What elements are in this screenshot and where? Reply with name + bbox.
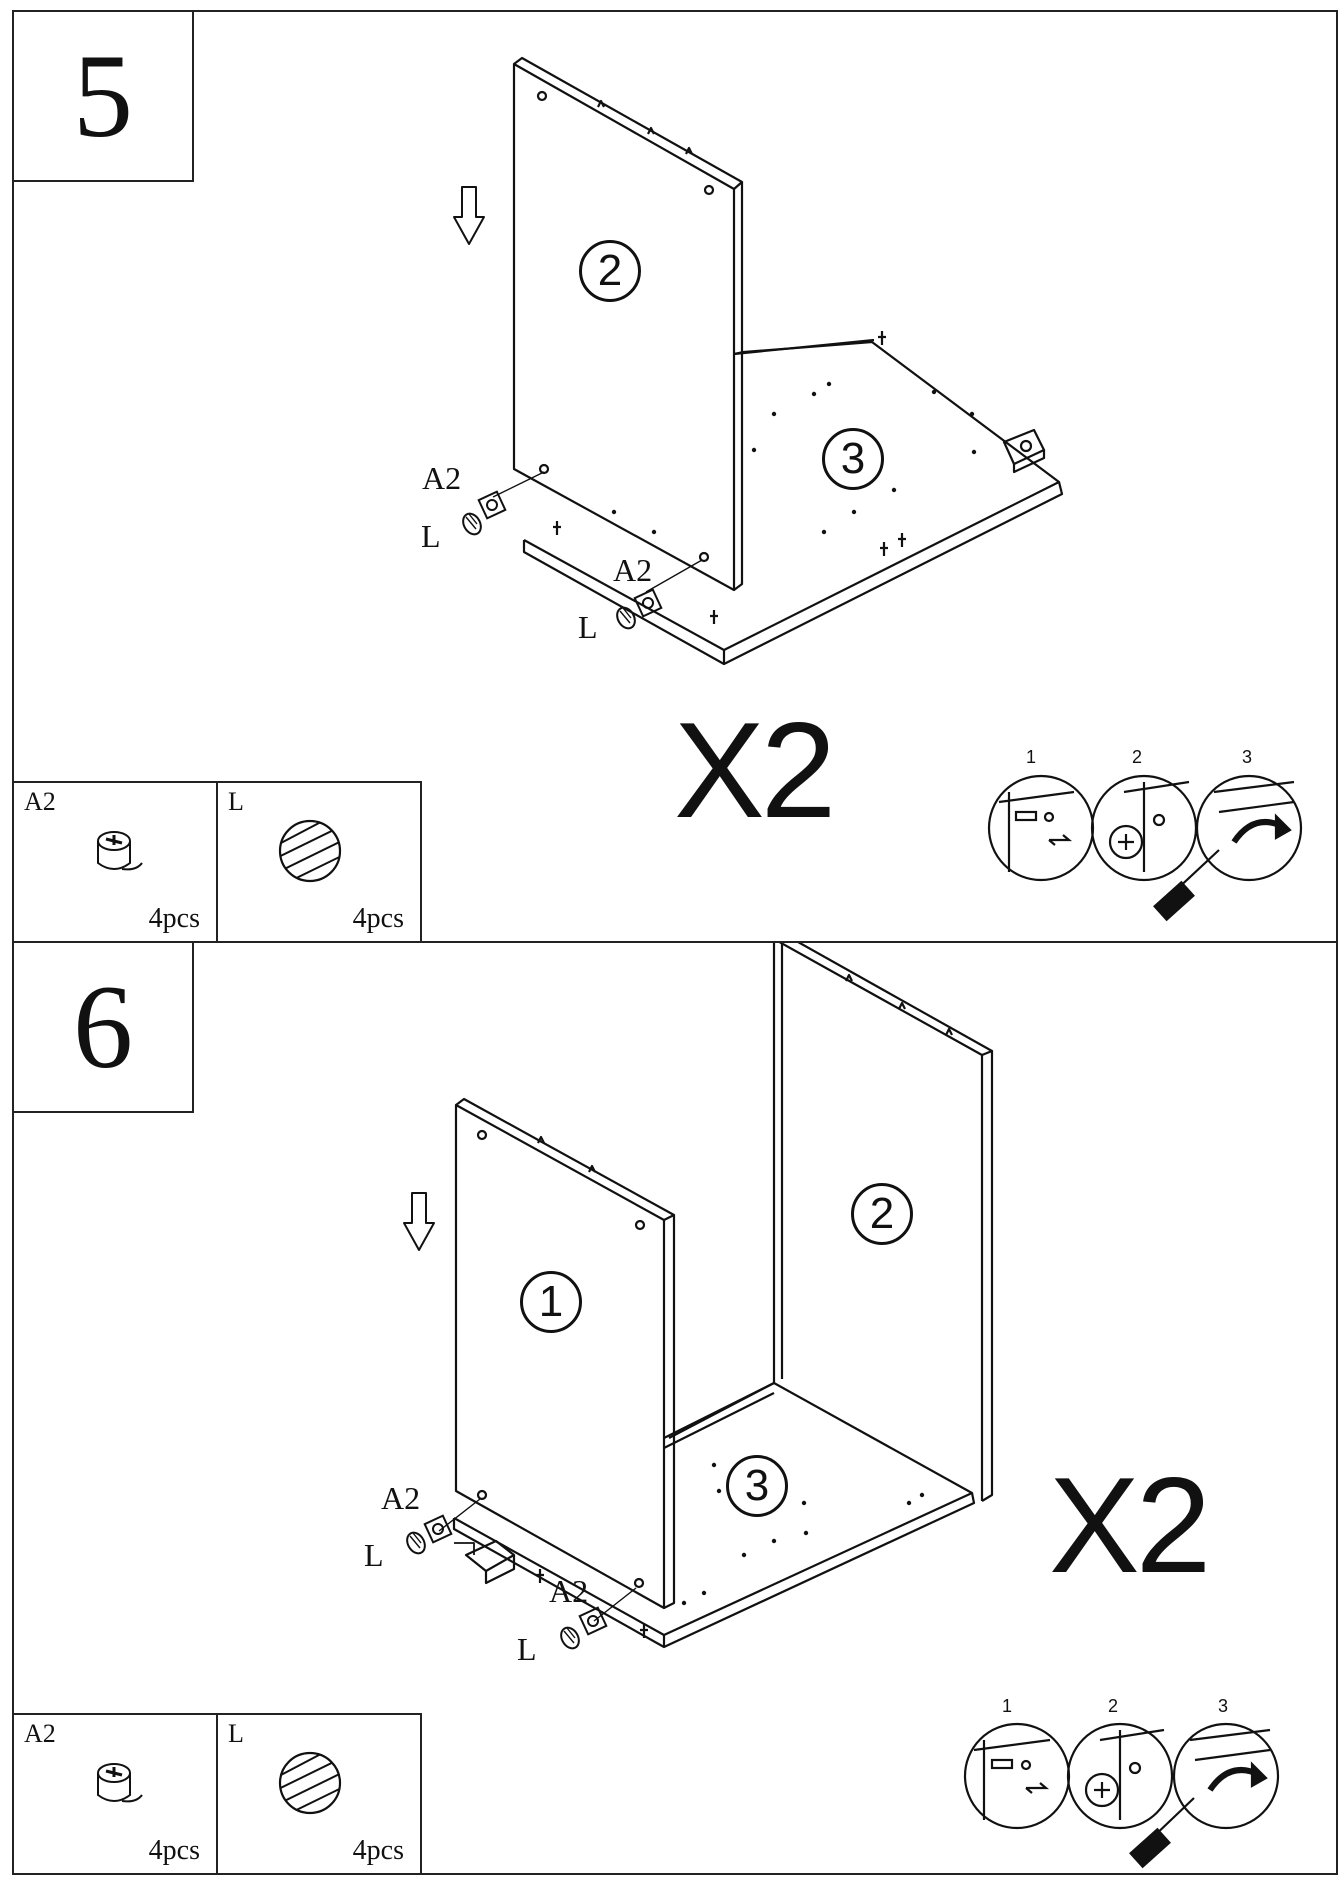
step-number-box: 6 bbox=[12, 941, 194, 1113]
callout-a2-left: A2 bbox=[381, 1480, 421, 1516]
panel-number-badge: 3 bbox=[822, 428, 884, 490]
callout-a2-left: A2 bbox=[422, 460, 462, 496]
panel-number-badge: 3 bbox=[726, 1455, 788, 1517]
parts-legend: A2 4pcs L 4pcs bbox=[12, 1713, 422, 1875]
panel-number-badge: 1 bbox=[520, 1271, 582, 1333]
part-cell-l: L 4pcs bbox=[216, 781, 422, 943]
step-5-panel: 5 bbox=[12, 10, 1338, 943]
cam-lock-fitting-icon bbox=[97, 831, 143, 871]
tool-step-number: 3 bbox=[1242, 747, 1253, 767]
callout-l-left: L bbox=[421, 518, 441, 554]
part-cell-l: L 4pcs bbox=[216, 1713, 422, 1875]
part-qty: 4pcs bbox=[352, 903, 404, 934]
tool-step-number: 1 bbox=[1026, 747, 1037, 767]
callout-l-right: L bbox=[578, 609, 598, 645]
part-cell-a2: A2 4pcs bbox=[12, 781, 218, 943]
callout-a2-right: A2 bbox=[613, 552, 653, 588]
part-cell-a2: A2 4pcs bbox=[12, 1713, 218, 1875]
tool-step-number: 2 bbox=[1108, 1696, 1119, 1716]
wooden-dowel-icon bbox=[278, 819, 342, 883]
panel-number: 2 bbox=[597, 246, 623, 295]
panel-number-badge: 2 bbox=[579, 240, 641, 302]
multiplier-label: X2 bbox=[674, 694, 836, 846]
part-code: L bbox=[228, 787, 244, 816]
part-qty: 4pcs bbox=[352, 1835, 404, 1866]
assembly-drawing-step-5 bbox=[453, 56, 1303, 922]
panel-number-badge: 2 bbox=[851, 1183, 913, 1245]
parts-legend: A2 4pcs L 4pcs bbox=[12, 781, 422, 943]
panel-number: 1 bbox=[538, 1277, 564, 1326]
callout-a2-right: A2 bbox=[549, 1573, 589, 1609]
tool-step-number: 1 bbox=[1002, 1696, 1013, 1716]
step-number-box: 5 bbox=[12, 10, 194, 182]
callout-l-right: L bbox=[517, 1631, 537, 1667]
multiplier-label: X2 bbox=[1049, 1449, 1211, 1601]
step-number: 6 bbox=[73, 960, 133, 1093]
part-code: A2 bbox=[24, 787, 56, 816]
step-number: 5 bbox=[73, 29, 133, 162]
panel-number: 2 bbox=[869, 1189, 895, 1238]
wooden-dowel-icon bbox=[278, 1751, 342, 1815]
part-code: A2 bbox=[24, 1719, 56, 1748]
panel-number: 3 bbox=[744, 1461, 770, 1510]
tool-step-number: 2 bbox=[1132, 747, 1143, 767]
assembly-drawing-step-6 bbox=[403, 943, 1280, 1869]
part-qty: 4pcs bbox=[148, 1835, 200, 1866]
panel-number: 3 bbox=[840, 434, 866, 483]
part-code: L bbox=[228, 1719, 244, 1748]
part-qty: 4pcs bbox=[148, 903, 200, 934]
tool-step-number: 3 bbox=[1218, 1696, 1229, 1716]
cam-lock-fitting-icon bbox=[97, 1763, 143, 1803]
step-6-panel: 6 bbox=[12, 941, 1338, 1875]
callout-l-left: L bbox=[364, 1537, 384, 1573]
